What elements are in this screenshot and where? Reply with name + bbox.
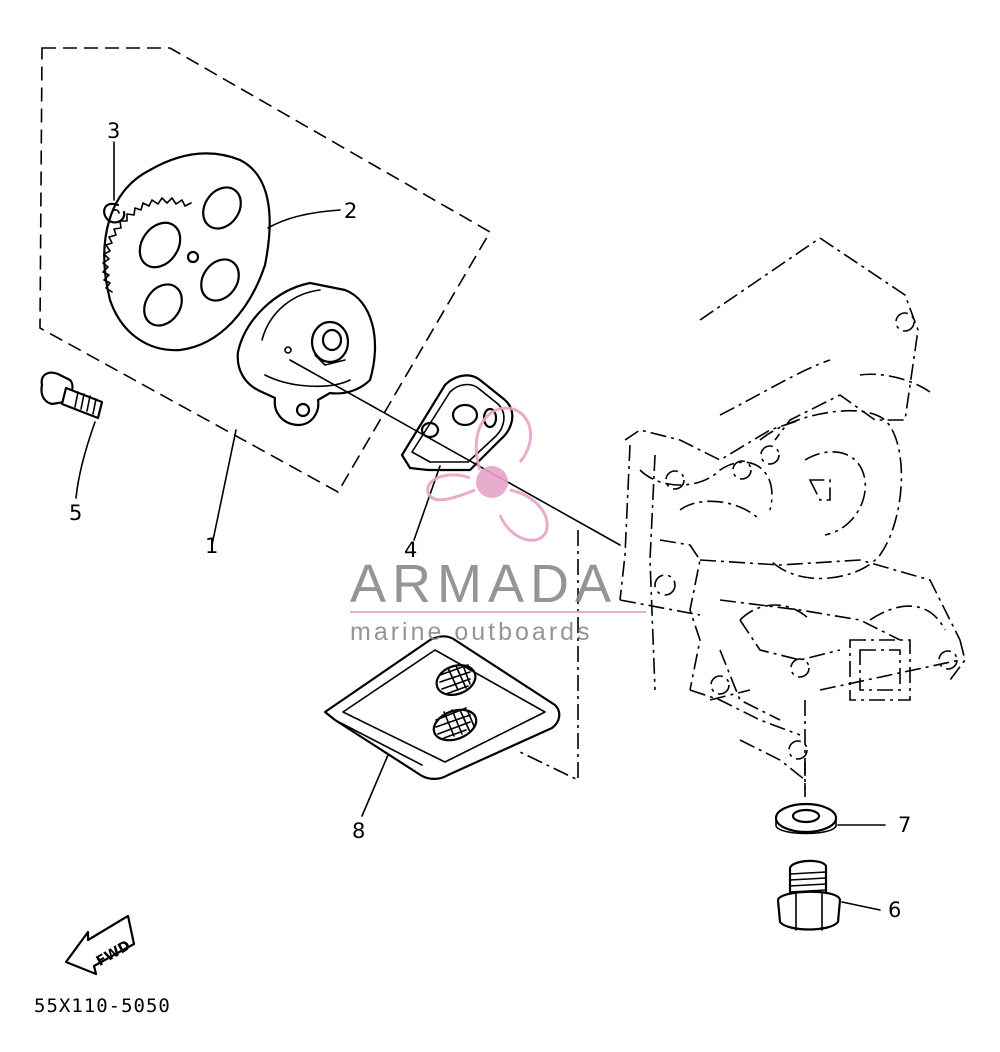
figure-code: 55X110-5050 [34, 995, 171, 1017]
watermark-brand: ARMADA [350, 554, 617, 614]
watermark-tagline: marine outboards [350, 618, 593, 646]
oil-pump-body-part-1 [236, 281, 377, 427]
fwd-arrow-icon: FWD [64, 914, 136, 976]
oil-pump-gear-part-2 [102, 152, 271, 352]
crankcase-housing [619, 237, 966, 790]
circlip-part-3 [103, 202, 126, 224]
callout-1: 1 [205, 534, 218, 558]
strainer-guide-frame [519, 530, 579, 782]
oil-strainer-part-8 [323, 635, 561, 780]
assembly-group-outline [39, 47, 492, 494]
watermark: ARMADA marine outboards [350, 406, 646, 646]
gasket-part-4 [400, 374, 514, 472]
callout-2: 2 [344, 199, 357, 223]
callout-4: 4 [404, 538, 417, 562]
callout-8: 8 [352, 819, 365, 843]
propeller-logo [426, 406, 549, 542]
callout-3: 3 [107, 119, 120, 143]
bolt-part-5 [40, 371, 104, 420]
washer-part-7 [774, 802, 838, 835]
callout-7: 7 [898, 813, 911, 837]
drain-bolt-part-6 [776, 859, 842, 931]
callout-5: 5 [69, 501, 82, 525]
callout-6: 6 [888, 898, 901, 922]
